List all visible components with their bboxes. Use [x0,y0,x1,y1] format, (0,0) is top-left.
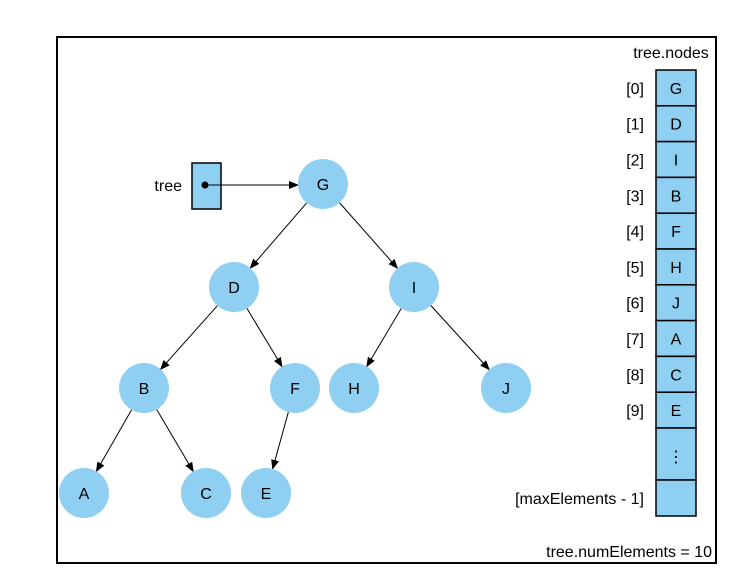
tree-node-B [119,363,169,413]
array-index-label: [5] [626,260,644,277]
tree-pointer-box [191,162,222,210]
edge-D-B [159,305,218,371]
edge-F-E [271,411,289,470]
array-index-label: [7] [626,332,644,349]
num-elements-label: tree.numElements = 10 [546,544,712,561]
array-cell-value: A [671,332,682,349]
tree-node-C [181,468,231,518]
tree-node-label: B [139,381,150,398]
edge-B-A [95,409,133,473]
array-cell-value: J [672,296,680,313]
edge-B-C [156,409,194,473]
array-index-label: [3] [626,188,644,205]
tree-node-H [329,363,379,413]
tree-node-A [59,468,109,518]
tree-node-D [209,262,259,312]
edge-I-J [430,305,490,371]
array-cell [655,69,697,107]
array-cell-value: E [671,403,682,420]
array-index-label: [6] [626,296,644,313]
array-index-label: [2] [626,153,644,170]
array-cell-value: C [670,367,682,384]
array-cell-value: D [670,117,682,134]
tree-node-label: G [317,177,329,194]
array-title: tree.nodes [633,45,709,62]
array-cell-value: H [670,260,682,277]
array-index-label: [0] [626,81,644,98]
tree-node-label: J [502,381,510,398]
edge-I-H [366,308,402,368]
array-ellipsis: ⋮ [668,449,684,466]
tree-node-label: C [200,486,212,503]
array-index-label: [4] [626,224,644,241]
array-last-cell [655,479,697,517]
array-cell-value: I [674,153,678,170]
edge-G-D [249,202,308,269]
array-index-label: [8] [626,367,644,384]
array-index-label: [9] [626,403,644,420]
array-cell [655,248,697,286]
array-cell-value: G [670,81,682,98]
tree-node-label: I [412,280,416,297]
array-cell-value: F [671,224,681,241]
tree-node-label: A [79,486,90,503]
tree-node-label: F [290,381,300,398]
tree-pointer-label: tree [154,178,182,195]
diagram-frame [56,36,717,564]
tree-edges [95,202,490,473]
tree-node-label: E [261,486,272,503]
array-cell-value: B [671,188,682,205]
tree-nodes: G D I B F H J A C E [59,159,531,518]
tree-node-label: H [348,381,360,398]
tree-node-I [389,262,439,312]
array-last-index-label: [maxElements - 1] [515,491,644,508]
array-cells: G [0] D [1] I [2] B [3] F [4] H [5] J [6] A [7] C [8] E [9]… [515,69,697,517]
tree-node-F [270,363,320,413]
array-cell [655,176,697,214]
tree-node-label: D [228,280,240,297]
tree-node-G [298,159,348,209]
edge-G-I [339,202,399,270]
tree-node-E [241,468,291,518]
edge-D-F [246,308,283,368]
array-index-label: [1] [626,117,644,134]
tree-node-J [481,363,531,413]
array-cell [655,284,697,322]
